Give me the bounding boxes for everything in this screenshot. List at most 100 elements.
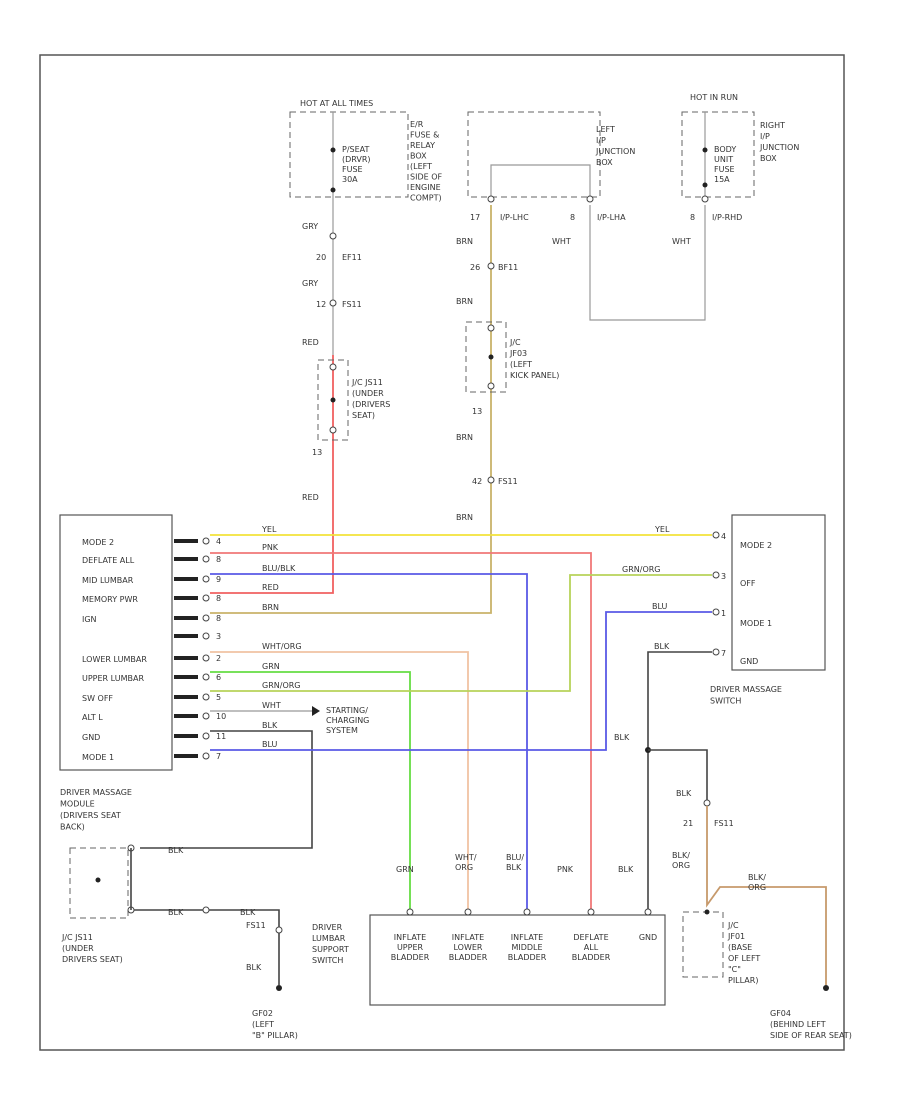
- brn-label-3: BRN: [456, 433, 473, 442]
- label-line: OF LEFT: [728, 954, 760, 963]
- blk-org-top-label: BLK/ORG: [672, 851, 690, 870]
- blkorg-ground-wire: [706, 806, 827, 985]
- wht-label-1: WHT: [552, 237, 571, 246]
- label-line: (LEFT: [510, 360, 532, 369]
- label-line: JUNCTION: [595, 147, 635, 156]
- bottom-grn-label: GRN: [396, 865, 414, 874]
- module-pin-number: 10: [216, 712, 226, 721]
- blk-to-jf01-wire: [648, 749, 708, 800]
- module-pin-terminal: [202, 732, 210, 740]
- blublk-label: BLU/BLK: [262, 564, 296, 573]
- blk-row1-label: BLK: [262, 721, 278, 730]
- label-line: LUMBAR: [312, 934, 346, 943]
- lumbar-pin-label: GND: [639, 933, 657, 942]
- label-line: DRIVER: [312, 923, 343, 932]
- jc-js11-box: [317, 359, 349, 441]
- brn-label-2: BRN: [456, 297, 473, 306]
- gf02-ground-label: GF02(LEFT"B" PILLAR): [252, 1009, 298, 1040]
- module-pin-terminal: [202, 537, 210, 545]
- switch-pin-label: GND: [740, 657, 758, 666]
- module-pin-number: 8: [216, 555, 221, 564]
- lumbar-pin-label: BLADDER: [508, 953, 547, 962]
- module-pin-connector: [174, 616, 198, 620]
- switch-pin-label: OFF: [740, 579, 756, 588]
- wht-loop-wire: [589, 205, 706, 321]
- label-line: (LEFT: [410, 162, 432, 171]
- switch-pin-terminal: [712, 608, 720, 616]
- jc-jf01-box: [682, 911, 724, 978]
- pin-17-label: 17: [470, 213, 480, 222]
- label-line: ORG: [455, 863, 473, 872]
- lumbar-pin-label: INFLATE: [452, 933, 484, 942]
- module-pin-connector: [174, 754, 198, 758]
- label-line: WHT/: [455, 853, 477, 862]
- grn-upper-wire: [210, 671, 411, 910]
- label-line: J/C: [509, 338, 521, 347]
- module-pin-connector: [174, 675, 198, 679]
- ip-lha-label: I/P-LHA: [597, 213, 626, 222]
- label-line: (DRVR): [342, 155, 371, 164]
- switch-pin-label: MODE 1: [740, 619, 772, 628]
- whtorg-lower-wire: [210, 651, 469, 910]
- module-pin-number: 3: [216, 632, 221, 641]
- label-line: BOX: [760, 154, 777, 163]
- module-pin-number: 8: [216, 594, 221, 603]
- label-line: BACK): [60, 823, 85, 832]
- module-pin-terminal: [202, 654, 210, 662]
- label-line: FUSE &: [410, 131, 439, 140]
- grnorg-swoff-wire: [210, 574, 712, 692]
- module-pin-terminal: [202, 712, 210, 720]
- label-line: BLK: [506, 863, 522, 872]
- switch-pin-number: 1: [721, 609, 726, 618]
- label-line: (BASE: [728, 943, 752, 952]
- label-line: PILLAR): [728, 976, 758, 985]
- lumbar-pin-label: MIDDLE: [511, 943, 542, 952]
- label-line: BOX: [410, 152, 427, 161]
- label-line: I/P: [596, 136, 606, 145]
- module-pin-terminal: [202, 632, 210, 640]
- blk-module-gnd-wire: [140, 730, 313, 849]
- module-pin-number: 8: [216, 614, 221, 623]
- blublk-mid-wire: [210, 573, 528, 910]
- gry-label-1: GRY: [302, 222, 318, 231]
- module-pin-number: 9: [216, 575, 221, 584]
- jc-jf03-box: [465, 321, 507, 393]
- label-line: DRIVER MASSAGE: [60, 788, 132, 797]
- wht-row-label: WHT: [262, 701, 281, 710]
- module-pin-terminal: [202, 614, 210, 622]
- label-line: BODY: [714, 145, 736, 154]
- yel-right-label: YEL: [654, 525, 670, 534]
- grn-row-label: GRN: [262, 662, 280, 671]
- module-pin-terminal: [202, 693, 210, 701]
- blk-org-label: BLK/ORG: [748, 873, 766, 892]
- blu-mode1-wire: [210, 611, 712, 751]
- lumbar-pin-terminal: [464, 908, 472, 916]
- switch-pin-terminal: [712, 531, 720, 539]
- c21-label: 21: [683, 819, 693, 828]
- module-pin-label: MODE 1: [82, 753, 114, 762]
- label-line: (UNDER: [352, 389, 384, 398]
- blk-bottom-label: BLK: [168, 908, 184, 917]
- red-label-1: RED: [302, 338, 319, 347]
- grnorg-right-label: GRN/ORG: [622, 565, 661, 574]
- module-pin-connector: [174, 539, 198, 543]
- lumbar-pin-label: BLADDER: [449, 953, 488, 962]
- label-line: MODULE: [60, 800, 95, 809]
- bf11-label: BF11: [498, 263, 518, 272]
- ip-rhd-label: I/P-RHD: [712, 213, 742, 222]
- module-pin-terminal: [202, 673, 210, 681]
- label-line: CHARGING: [326, 716, 369, 725]
- red-row-label: RED: [262, 583, 279, 592]
- label-line: FUSE: [714, 165, 735, 174]
- fs11b-label: FS11: [498, 477, 518, 486]
- brn-label-4: BRN: [456, 513, 473, 522]
- label-line: 15A: [714, 175, 730, 184]
- module-pin-label: MEMORY PWR: [82, 595, 138, 604]
- label-line: 30A: [342, 175, 358, 184]
